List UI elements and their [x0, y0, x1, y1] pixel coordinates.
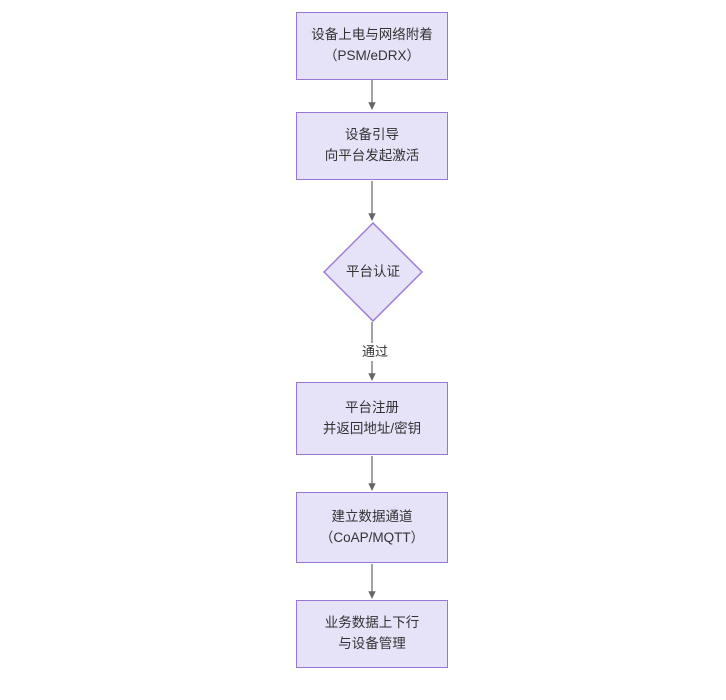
node-data-channel[interactable]: 建立数据通道 （CoAP/MQTT）	[296, 492, 448, 563]
node-service-data-line2: 与设备管理	[338, 636, 406, 651]
node-bootstrap-line1: 设备引导	[345, 127, 399, 143]
node-data-channel-line2: （CoAP/MQTT）	[319, 529, 425, 545]
node-platform-auth-label: 平台认证	[346, 263, 400, 279]
diamond-shape-icon	[323, 222, 423, 322]
node-platform-auth[interactable]: 平台认证	[323, 222, 423, 322]
node-bootstrap-line2: 向平台发起激活	[324, 148, 420, 163]
node-data-channel-line1: 建立数据通道	[331, 508, 413, 524]
node-service-data-line1: 业务数据上下行	[324, 615, 420, 631]
node-power-on-line1: 设备上电与网络附着	[311, 27, 433, 43]
node-platform-register-line1: 平台注册	[345, 399, 399, 415]
node-platform-register-line2: 并返回地址/密钥	[322, 420, 422, 436]
node-platform-register[interactable]: 平台注册 并返回地址/密钥	[296, 382, 448, 455]
node-power-on[interactable]: 设备上电与网络附着 （PSM/eDRX）	[296, 12, 448, 80]
node-bootstrap[interactable]: 设备引导 向平台发起激活	[296, 112, 448, 180]
node-power-on-line2: （PSM/eDRX）	[323, 48, 421, 63]
edge-label-pass: 通过	[352, 343, 398, 361]
node-service-data[interactable]: 业务数据上下行 与设备管理	[296, 600, 448, 668]
